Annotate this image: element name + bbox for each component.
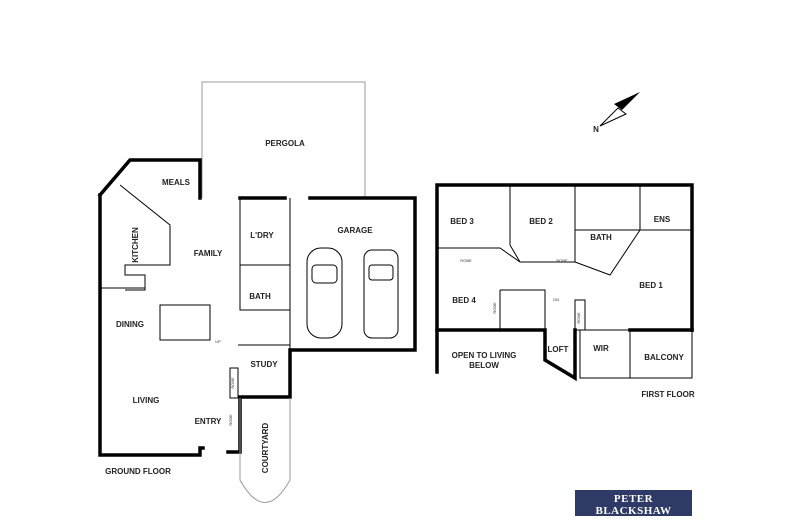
ground-floor-title: GROUND FLOOR: [105, 467, 171, 476]
room-label-bath: BATH: [249, 292, 271, 301]
room-label-ensuite: ENS: [654, 215, 671, 224]
robe-label: ROBE: [460, 258, 472, 263]
agency-logo: PETER BLACKSHAW MARKETING QUALITY PROPER…: [575, 490, 692, 524]
first-floor-walls: [435, 183, 694, 382]
room-label-bath-upper: BATH: [590, 233, 612, 242]
room-label-below: BELOW: [469, 361, 499, 370]
room-label-bed1: BED 1: [639, 281, 663, 290]
room-label-pergola: PERGOLA: [265, 139, 305, 148]
car-icon: [363, 249, 399, 339]
room-label-dining: DINING: [116, 320, 144, 329]
north-arrow-icon: N: [593, 92, 640, 134]
robe-label: ROBE: [230, 377, 235, 389]
room-label-bed2: BED 2: [529, 217, 553, 226]
room-label-bed4: BED 4: [452, 296, 476, 305]
room-label-meals: MEALS: [162, 178, 191, 187]
compass-label: N: [593, 125, 599, 134]
room-label-balcony: BALCONY: [644, 353, 684, 362]
logo-tagline: MARKETING QUALITY PROPERTY: [579, 518, 688, 524]
logo-name: PETER BLACKSHAW: [595, 493, 672, 517]
courtyard-outline: [239, 398, 291, 503]
room-label-wir: WIR: [593, 344, 609, 353]
robe-label: ROBE: [556, 258, 568, 263]
room-label-garage: GARAGE: [337, 226, 373, 235]
pergola-outline: [201, 81, 366, 198]
room-label-loft: LOFT: [548, 345, 569, 354]
room-label-family: FAMILY: [194, 249, 223, 258]
robe-label: ROBE: [576, 312, 581, 324]
room-label-entry: ENTRY: [195, 417, 222, 426]
robe-label: ROBE: [228, 414, 233, 426]
room-label-kitchen: KITCHEN: [131, 227, 140, 263]
room-label-living: LIVING: [133, 396, 160, 405]
room-label-laundry: L'DRY: [250, 231, 274, 240]
car-icon: [306, 247, 343, 339]
stair-label-up: UP: [215, 339, 221, 344]
robe-label: ROBE: [492, 302, 497, 314]
room-label-open-to-living: OPEN TO LIVING: [452, 351, 517, 360]
room-label-courtyard: COURTYARD: [261, 423, 270, 474]
room-label-bed3: BED 3: [450, 217, 474, 226]
ground-floor-walls: [97, 158, 417, 457]
stair-label-dn: DN: [553, 297, 559, 302]
first-floor-title: FIRST FLOOR: [641, 390, 695, 399]
room-label-study: STUDY: [250, 360, 278, 369]
